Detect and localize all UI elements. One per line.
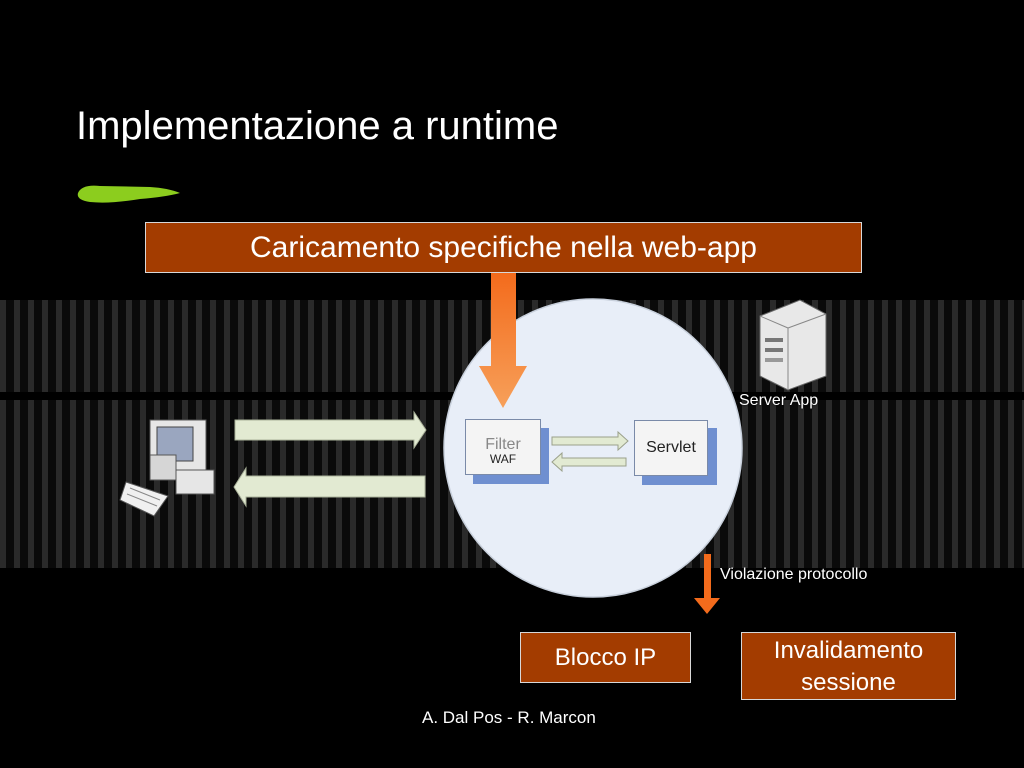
load-arrow: [479, 273, 527, 408]
violation-label: Violazione protocollo: [720, 566, 868, 583]
violation-arrow: [694, 554, 720, 614]
filter-label: Filter: [485, 436, 521, 453]
block-ip-box: Blocco IP: [520, 632, 691, 683]
servlet-to-filter-arrow: [551, 451, 627, 473]
server-app-label: Server App: [739, 392, 819, 409]
waf-label: WAF: [489, 452, 517, 466]
request-arrow: [234, 410, 427, 450]
filter-to-servlet-arrow: [551, 430, 629, 452]
slide-title: Implementazione a runtime: [76, 104, 559, 148]
servlet-box: Servlet: [634, 420, 708, 476]
response-arrow: [233, 466, 426, 508]
loading-specs-box: Caricamento specifiche nella web-app: [145, 222, 862, 273]
footer-authors: A. Dal Pos - R. Marcon: [422, 708, 596, 727]
invalidate-session-box: Invalidamento sessione: [741, 632, 956, 700]
filter-box: Filter WAF: [465, 419, 541, 475]
client-computer-icon: [119, 419, 215, 517]
invalidate-line-2: sessione: [801, 669, 896, 696]
server-tower-icon: [759, 299, 827, 391]
title-underline-brush: [77, 185, 180, 203]
servlet-label: Servlet: [646, 439, 696, 456]
invalidate-line-1: Invalidamento: [773, 637, 924, 664]
